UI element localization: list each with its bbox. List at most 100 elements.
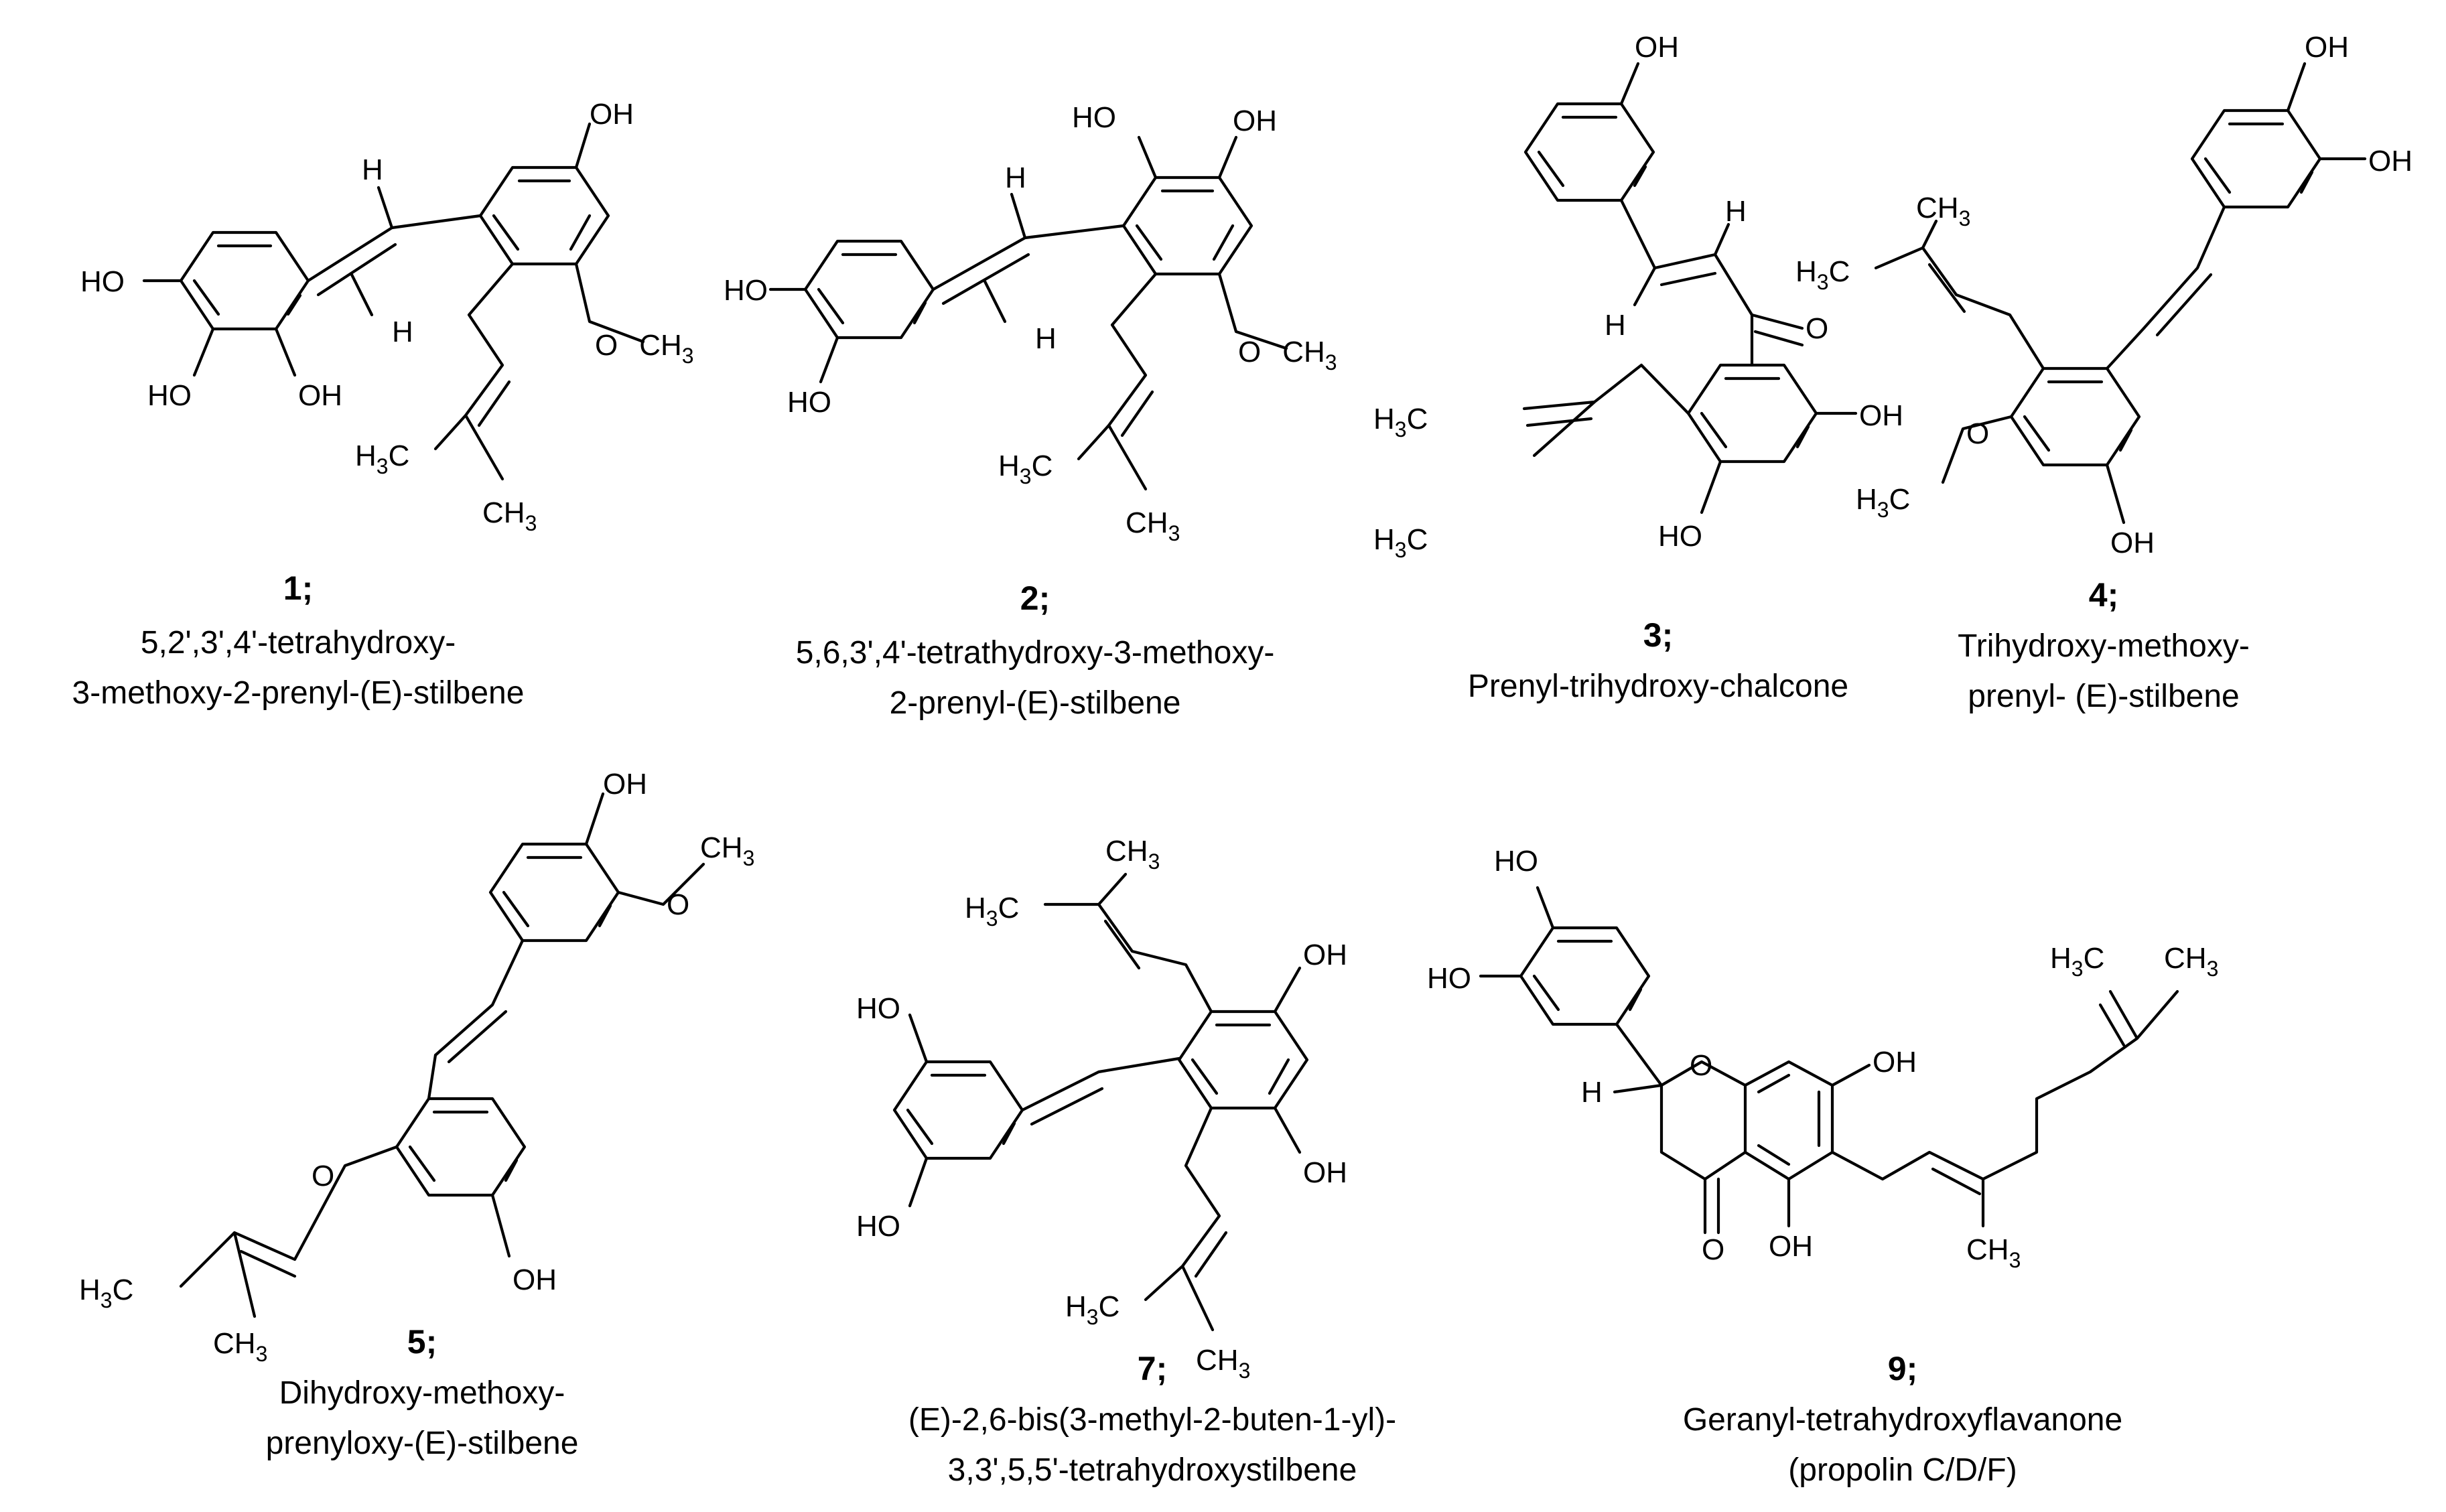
c3-atom: H3C xyxy=(1373,523,1428,562)
c9-atom: CH3 xyxy=(2164,942,2218,981)
c5-atom: O xyxy=(667,888,689,921)
compound-5-atoms: OH O CH3 O OH H3C CH3 xyxy=(79,768,754,1366)
c1-atom: H xyxy=(362,153,383,186)
c5-atom: H3C xyxy=(79,1274,133,1312)
c4-ome-bond xyxy=(1941,415,2013,484)
compound-4-name-line-2: prenyl- (E)-stilbene xyxy=(1968,679,2239,714)
c9-benzo-ring-double xyxy=(1757,1073,1821,1166)
c3-atom: H xyxy=(1725,195,1747,228)
c4-vinyl-double xyxy=(2155,273,2213,337)
c2-atom: H xyxy=(1005,161,1026,194)
c3-oh-bonds-bottom xyxy=(1700,411,1858,514)
compound-4-bonds xyxy=(1874,62,2367,525)
c2-vinyl-double xyxy=(941,253,1030,305)
c3-oh-bond-top xyxy=(1619,62,1640,106)
c1-atom: OH xyxy=(298,379,342,412)
c4-ring-bottom-double xyxy=(2023,380,2133,452)
c7-prenyl-bottom xyxy=(1144,1106,1221,1332)
c3-atom: HO xyxy=(1658,520,1702,553)
c4-atom: OH xyxy=(2305,31,2349,64)
compound-1-bonds xyxy=(142,122,645,481)
c9-atom: H xyxy=(1581,1076,1603,1109)
c2-oh-bonds-right xyxy=(1137,135,1238,180)
compound-9-name-line-2: (propolin C/D/F) xyxy=(1788,1452,2017,1488)
c1-vinyl-double xyxy=(316,243,397,297)
c2-oh-bonds-left xyxy=(768,287,839,384)
c5-atom: OH xyxy=(513,1263,557,1296)
c5-ring-bottom-double xyxy=(408,1110,519,1182)
c3-ring-bottom-double xyxy=(1700,376,1810,449)
c2-ome-bond xyxy=(1217,272,1288,350)
c3-atom: O xyxy=(1806,312,1828,345)
compound-5-number: 5; xyxy=(407,1323,437,1361)
compound-1-number: 1; xyxy=(283,569,313,607)
compound-7-atoms: CH3 H3C OH HO HO OH H3C CH3 xyxy=(856,835,1347,1383)
c3-atom: OH xyxy=(1859,399,1903,432)
c4-atom: CH3 xyxy=(1916,192,1970,230)
c9-c2-h xyxy=(1613,1083,1663,1094)
c1-atom: OH xyxy=(590,98,634,131)
c3-enone-double xyxy=(1659,271,1804,347)
c1-ring-right-double xyxy=(492,179,592,251)
c4-ring-top-double xyxy=(2203,122,2314,194)
compound-9: HO HO H O OH O OH CH3 H3C CH3 9; Geranyl… xyxy=(1427,845,2218,1488)
compound-3-number: 3; xyxy=(1643,616,1673,654)
compound-7-name-line-1: (E)-2,6-bis(3-methyl-2-buten-1-yl)- xyxy=(908,1402,1396,1438)
c7-ring-left xyxy=(892,1060,1024,1160)
c1-atom: HO xyxy=(147,379,192,412)
c9-geranyl-double xyxy=(1931,1003,2126,1196)
c9-oh-bonds-benzo xyxy=(1787,1063,1871,1228)
c7-prenyl-top xyxy=(1043,872,1213,1014)
c2-atom: H3C xyxy=(998,450,1052,488)
c7-atom: CH3 xyxy=(1196,1344,1250,1383)
c2-ring-right-double xyxy=(1135,189,1235,261)
c4-prenyl xyxy=(1874,219,2045,370)
c7-atom: HO xyxy=(856,992,900,1025)
compound-9-atoms: HO HO H O OH O OH CH3 H3C CH3 xyxy=(1427,845,2218,1272)
c5-atom: CH3 xyxy=(700,831,754,870)
c9-c2-link xyxy=(1615,1022,1663,1087)
c7-oh-bonds-left xyxy=(908,1013,929,1208)
c1-prenyl xyxy=(433,262,515,481)
c9-atom: OH xyxy=(1769,1230,1813,1263)
c7-atom: H3C xyxy=(965,892,1019,931)
c9-carbonyl xyxy=(1703,1177,1720,1235)
c7-prenyl-bottom-double xyxy=(1194,1231,1228,1278)
c1-atom: H xyxy=(392,316,413,348)
compound-2-number: 2; xyxy=(1020,579,1050,617)
c5-atom: O xyxy=(312,1160,334,1192)
compound-7-name-line-2: 3,3',5,5'-tetrahydroxystilbene xyxy=(948,1452,1357,1488)
compound-9-bonds xyxy=(1479,886,2179,1235)
c1-atom: CH3 xyxy=(482,496,537,535)
c5-ome-bond xyxy=(616,862,705,906)
c4-atom: H3C xyxy=(1795,255,1850,294)
c3-ring-top-double xyxy=(1537,115,1647,188)
c2-ring-left-double xyxy=(817,253,927,325)
compound-3-bonds xyxy=(1522,62,1858,514)
compound-9-name-line-1: Geranyl-tetrahydroxyflavanone xyxy=(1683,1402,2122,1438)
c4-atom: OH xyxy=(2110,527,2155,559)
c9-oh-bonds-catechol xyxy=(1479,886,1555,978)
c1-vinyl-h xyxy=(350,186,394,317)
c9-atom: HO xyxy=(1494,845,1538,878)
c4-atom: O xyxy=(1966,417,1989,450)
c9-atom: OH xyxy=(1873,1046,1917,1079)
c4-atom: H3C xyxy=(1856,483,1910,522)
c9-atom: O xyxy=(1690,1049,1712,1082)
compound-5: OH O CH3 O OH H3C CH3 5; Dihydroxy-metho… xyxy=(79,768,754,1461)
c5-oh-bond-bottom xyxy=(490,1193,511,1258)
c7-atom: HO xyxy=(856,1210,900,1243)
c3-enone xyxy=(1619,198,1804,330)
c4-vinyl-link xyxy=(2105,326,2146,370)
c2-atom: HO xyxy=(787,386,831,419)
c3-atom: H3C xyxy=(1373,403,1428,441)
c4-prenyl-double xyxy=(1927,263,1966,314)
compound-3-name-line-1: Prenyl-trihydroxy-chalcone xyxy=(1468,669,1848,704)
c2-prenyl-double xyxy=(1120,390,1154,437)
c2-atom: HO xyxy=(724,274,768,307)
c5-atom: OH xyxy=(603,768,647,801)
